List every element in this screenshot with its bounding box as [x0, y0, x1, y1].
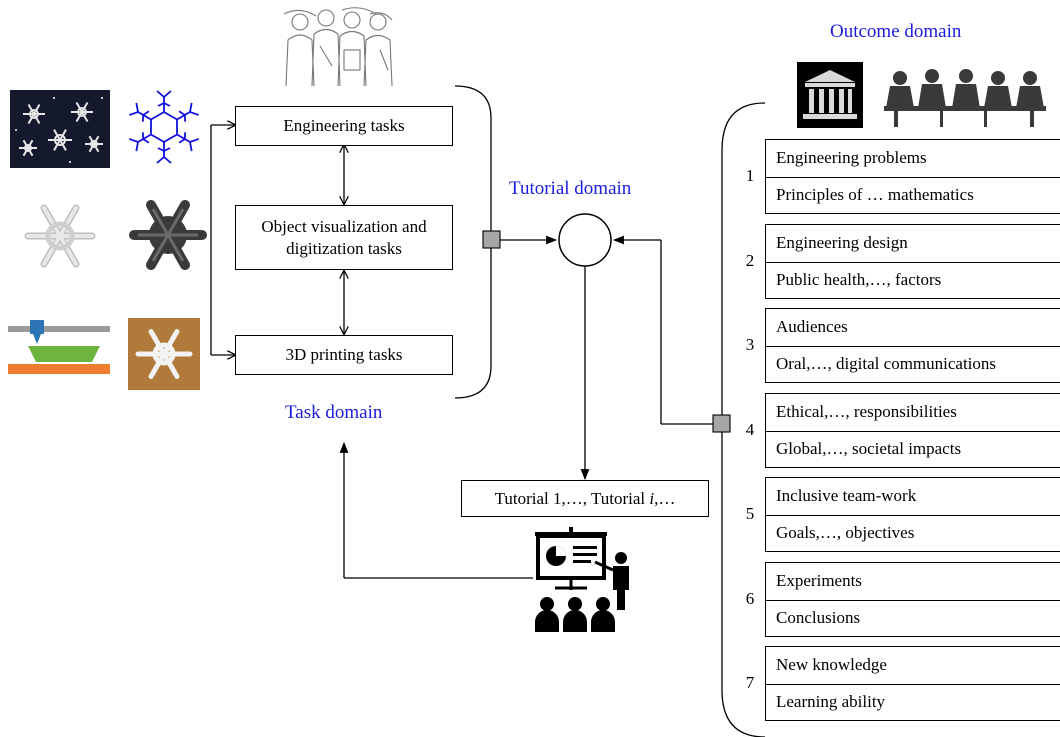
outcome-item: New knowledge — [776, 655, 887, 675]
outcome-item: Ethical,…, responsibilities — [776, 402, 957, 422]
outcome-number: 3 — [745, 334, 755, 354]
task-input-arrows — [210, 125, 235, 355]
tutorial-label: Tutorial 1,…, Tutorial i,… — [494, 488, 676, 508]
outcome-item: Learning ability — [766, 683, 1060, 721]
visualization-tasks-label: Object visualization and digitization ta… — [261, 216, 427, 258]
feedback-arrow — [339, 441, 533, 579]
snowflake-3d-white-icon — [24, 204, 96, 268]
tutorial-box: Tutorial 1,…, Tutorial i,… — [461, 480, 709, 517]
outcome-number: 5 — [745, 503, 755, 523]
outcome-item: Goals,…, objectives — [766, 514, 1060, 552]
outcome-item: Experiments — [776, 571, 862, 591]
tutorial-node — [558, 213, 612, 267]
printed-snowflake-icon — [128, 318, 200, 390]
outcome-number: 4 — [745, 419, 755, 439]
3d-printer-icon — [8, 320, 110, 374]
task-junction — [482, 230, 501, 249]
outcome-item: Audiences — [776, 317, 848, 337]
outcome-item: Public health,…, factors — [766, 261, 1060, 299]
outcome-domain-label: Outcome domain — [830, 21, 962, 42]
outcome-item: Conclusions — [766, 599, 1060, 637]
outcome-item: Oral,…, digital communications — [766, 345, 1060, 383]
snowflake-outline-icon — [129, 90, 199, 164]
meeting-icon — [884, 69, 1046, 127]
institution-icon — [797, 62, 863, 128]
snowflake-photo-icon — [10, 90, 110, 168]
tutorial-domain-label: Tutorial domain — [509, 178, 632, 199]
visualization-tasks-box: Object visualization and digitization ta… — [235, 205, 453, 270]
outcome-item: Global,…, societal impacts — [766, 430, 1060, 468]
outcome-item: Principles of … mathematics — [766, 176, 1060, 214]
outcome-number: 1 — [745, 165, 755, 185]
outcome-number: 7 — [745, 672, 755, 692]
task-domain-label: Task domain — [285, 402, 383, 423]
printing-tasks-box: 3D printing tasks — [235, 335, 453, 375]
engineering-tasks-box: Engineering tasks — [235, 106, 453, 146]
outcome-number: 6 — [745, 588, 755, 608]
outcome-item: Engineering problems — [776, 148, 927, 168]
printing-tasks-label: 3D printing tasks — [285, 345, 403, 364]
outcome-junction — [712, 414, 731, 433]
outcome-number: 2 — [745, 250, 755, 270]
presentation-icon — [535, 527, 629, 632]
outcome-to-tutorial-arrow — [612, 235, 713, 425]
outcome-item: Engineering design — [776, 233, 908, 253]
snowflake-3d-dark-icon — [129, 200, 207, 270]
engineering-tasks-label: Engineering tasks — [283, 116, 405, 135]
outcome-item: Inclusive team-work — [776, 486, 917, 506]
students-sketch-icon — [283, 7, 393, 86]
